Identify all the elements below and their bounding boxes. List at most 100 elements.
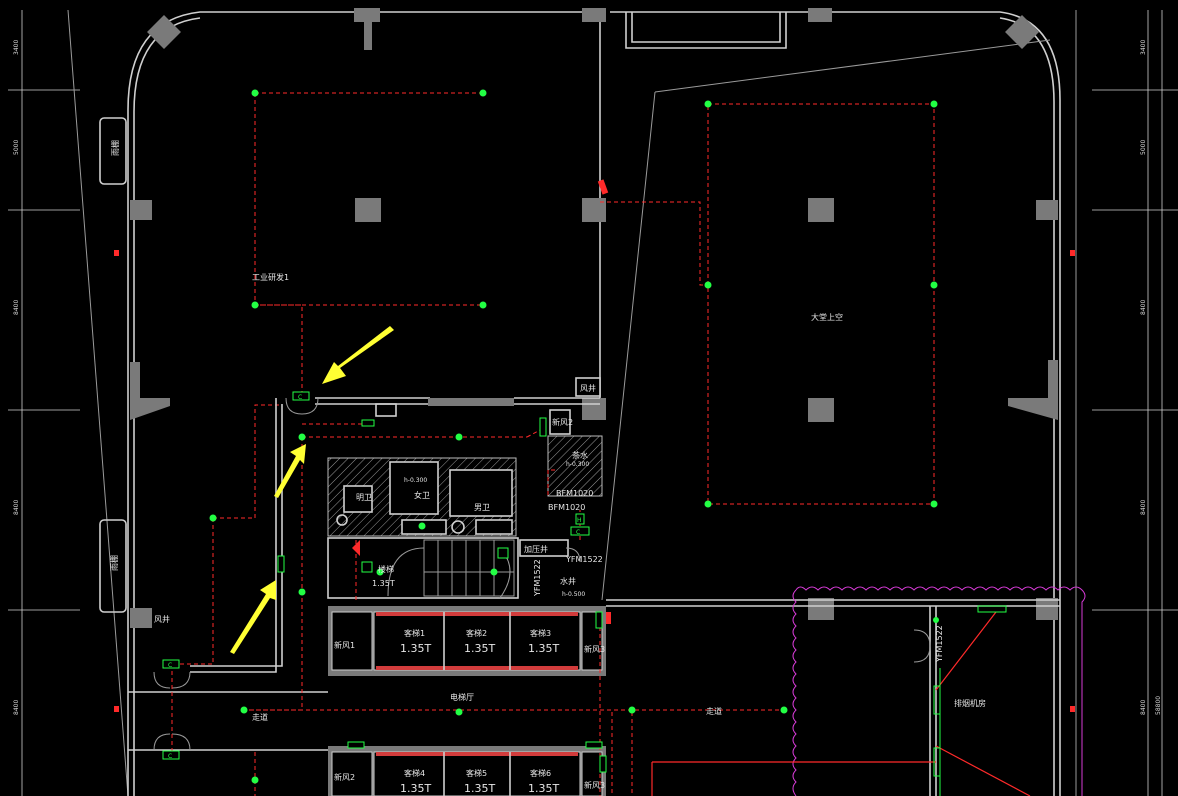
door-swings [153, 397, 931, 751]
label-lift-car-1: 客梯1 [404, 628, 425, 638]
detector-icon [376, 568, 384, 576]
label-lift-car-4: 客梯4 [404, 768, 425, 778]
label-door-c-core: C [576, 529, 580, 536]
arrow-icon [322, 326, 394, 384]
red-markers [114, 179, 1075, 712]
label-rain-shed-bottom: 雨棚 [109, 555, 119, 571]
label-wash-room: 明卫 [356, 493, 372, 502]
label-elev-water: h-0.500 [562, 591, 585, 598]
room-labels: 工业研发1 大堂上空 风井 新风2 茶水 h-0.300 明卫 h-0.300 … [154, 272, 986, 795]
label-bfm-upper: BFM1020 [556, 489, 593, 498]
label-water-well: 水井 [560, 576, 576, 586]
dim-left-4: 8400 [13, 500, 20, 515]
detector-icon [930, 281, 938, 289]
label-wind-well: 风井 [580, 383, 596, 393]
detector-icon [251, 301, 259, 309]
label-well-left: 风井 [154, 614, 170, 624]
label-toilet-m: 男卫 [474, 503, 490, 512]
building-outline [67, 9, 1077, 796]
label-fresh-air-2: 新风2 [334, 772, 355, 782]
detector-icon [704, 100, 712, 108]
right-dimension-axis: 3400 5000 8400 8400 8400 58800 [1092, 10, 1178, 796]
detector-icon [251, 776, 259, 784]
left-dimension-axis: 3400 5000 8400 8400 8400 [8, 10, 80, 796]
detector-icon [780, 706, 788, 714]
fire-lines-core [171, 423, 784, 796]
label-elevator-hall: 电梯厅 [450, 692, 474, 702]
yellow-annotation-arrows [230, 326, 394, 654]
dim-right-1: 3400 [1140, 40, 1147, 55]
wind-well-top-box [575, 377, 601, 397]
label-rain-shed-top: 雨棚 [110, 140, 120, 156]
corner-features [147, 8, 1039, 50]
detector-icon [628, 706, 636, 714]
detector-icon [479, 89, 487, 97]
label-industrial-dev: 工业研发1 [252, 272, 289, 282]
label-yfm-2: YFM1522 [533, 559, 542, 597]
detector-icon [930, 500, 938, 508]
dim-left-2: 5000 [13, 140, 20, 155]
detector-icon [240, 706, 248, 714]
detection-zone-right [600, 103, 935, 505]
label-h: H [577, 517, 582, 524]
revision-cloud [792, 586, 1086, 796]
rain-sheds: 雨棚 雨棚 [99, 117, 127, 613]
green-device-boxes [162, 391, 607, 773]
dim-right-5: 8400 [1140, 700, 1147, 715]
detector-icon [298, 433, 306, 441]
label-lift-load-2: 1.35T [464, 642, 495, 655]
label-bfm-lower: BFM1020 [548, 503, 585, 512]
detector-icon [490, 568, 498, 576]
smoke-room-equipment [651, 605, 1031, 796]
dim-right-2: 5000 [1140, 140, 1147, 155]
label-lift-car-5: 客梯5 [466, 768, 487, 778]
detector-icon [479, 301, 487, 309]
label-toilet-w: 女卫 [414, 490, 430, 500]
dim-left-1: 3400 [13, 40, 20, 55]
detector-icon [455, 708, 463, 716]
label-lift-load-4: 1.35T [400, 782, 431, 795]
detector-icon [930, 100, 938, 108]
label-pressure-well: 加压井 [524, 544, 548, 554]
label-lift-load-stair: 1.35T [372, 579, 395, 588]
detector-icon [704, 500, 712, 508]
label-door-c-bottom: C [168, 753, 172, 760]
label-corridor-right: 走道 [706, 706, 722, 716]
label-lift-load-1: 1.35T [400, 642, 431, 655]
detector-icon [298, 588, 306, 596]
label-elev-tea: h-0.300 [566, 461, 589, 468]
smoke-detectors [209, 89, 939, 784]
detector-icon [209, 514, 217, 522]
label-door-c-top: C [298, 394, 302, 401]
label-lift-load-6: 1.35T [528, 782, 559, 795]
label-door-c-mid: C [168, 662, 172, 669]
label-tea-room: 茶水 [572, 450, 588, 460]
label-lift-load-3: 1.35T [528, 642, 559, 655]
detector-icon [933, 617, 939, 623]
label-duct-right: 新风3 [584, 644, 605, 654]
detector-icon [704, 281, 712, 289]
label-fresh-air-1: 新风1 [334, 640, 355, 650]
dim-left-3: 8400 [13, 300, 20, 315]
arrow-icon [230, 580, 276, 654]
label-yfm-3: YFM1522 [935, 625, 944, 663]
label-lift-car-3: 客梯3 [530, 628, 551, 638]
wash-room-box [343, 485, 373, 513]
label-lift-load-5: 1.35T [464, 782, 495, 795]
detector-icon [455, 433, 463, 441]
dim-right-total: 58800 [1155, 696, 1162, 715]
dim-right-4: 8400 [1140, 500, 1147, 515]
arrow-icon [274, 444, 306, 498]
dim-left-5: 8400 [13, 700, 20, 715]
label-elev-wash: h-0.300 [404, 477, 427, 484]
detector-icon [418, 522, 426, 530]
label-lift-car-2: 客梯2 [466, 628, 487, 638]
label-lift-car-6: 客梯6 [530, 768, 551, 778]
structural-columns [130, 198, 1058, 628]
label-duct-3: 新风3 [584, 780, 605, 790]
label-yfm-1: YFM1522 [565, 555, 603, 564]
label-corridor-left: 走道 [252, 712, 268, 722]
label-stair: 楼梯 [378, 564, 394, 574]
detector-icon [251, 89, 259, 97]
